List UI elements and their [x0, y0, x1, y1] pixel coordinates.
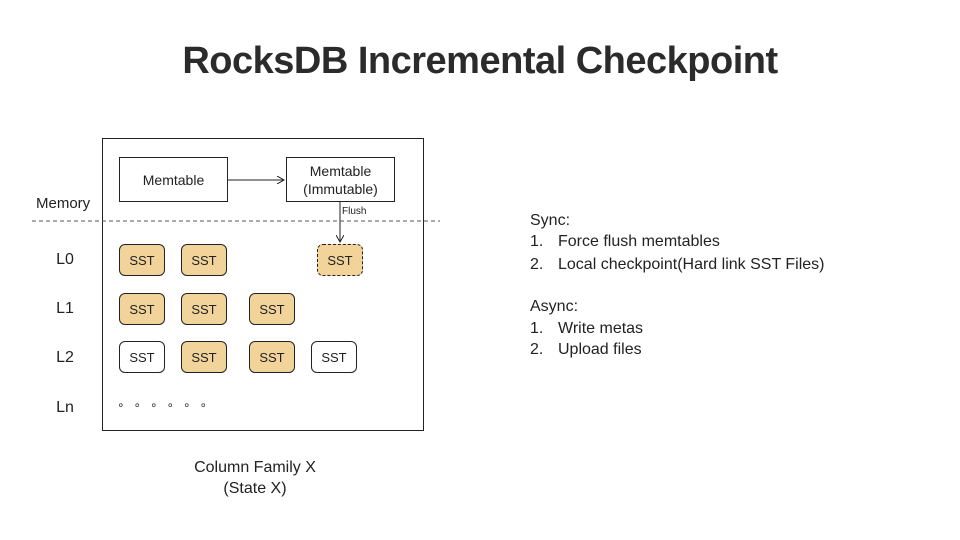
immutable-memtable-label: Memtable (Immutable): [303, 162, 378, 197]
level-label-l0: L0: [56, 251, 74, 268]
sst-file-l2-3: SST: [249, 341, 295, 373]
caption-line-2: (State X): [223, 480, 287, 497]
sst-file-l1-3: SST: [249, 293, 295, 325]
sst-file-l0-2: SST: [181, 244, 227, 276]
sst-file-l2-4: SST: [311, 341, 357, 373]
sst-file-l2-2: SST: [181, 341, 227, 373]
sync-item-2-number: 2.: [530, 256, 544, 273]
sync-item-1-text: Force flush memtables: [558, 233, 720, 250]
column-family-caption: Column Family X (State X): [140, 457, 370, 499]
sst-file-l1-1: SST: [119, 293, 165, 325]
async-item-1-text: Write metas: [558, 320, 644, 337]
immutable-memtable-box: Memtable (Immutable): [286, 157, 395, 202]
sync-item-2: 2. Local checkpoint(Hard link SST Files): [530, 256, 824, 274]
sync-item-1: 1. Force flush memtables: [530, 233, 720, 251]
async-item-1-number: 1.: [530, 320, 544, 337]
caption-line-1: Column Family X: [194, 459, 316, 476]
level-label-ln: Ln: [56, 399, 74, 416]
async-item-2: 2. Upload files: [530, 341, 642, 359]
sync-item-2-text: Local checkpoint(Hard link SST Files): [558, 256, 825, 273]
memory-label: Memory: [36, 195, 91, 212]
sst-file-l0-1: SST: [119, 244, 165, 276]
sst-file-l0-flushed: SST: [317, 244, 363, 276]
async-item-1: 1. Write metas: [530, 320, 643, 338]
async-item-2-text: Upload files: [558, 341, 642, 358]
sst-file-l1-2: SST: [181, 293, 227, 325]
page-title: RocksDB Incremental Checkpoint: [182, 40, 778, 82]
sst-file-l2-1: SST: [119, 341, 165, 373]
level-label-l2: L2: [56, 349, 74, 366]
ellipsis-dots: ∘∘∘∘∘∘: [117, 398, 217, 412]
async-item-2-number: 2.: [530, 341, 544, 358]
memtable-box: Memtable: [119, 157, 228, 202]
memtable-label: Memtable: [142, 171, 205, 188]
async-heading: Async:: [530, 298, 579, 315]
sync-item-1-number: 1.: [530, 233, 544, 250]
flush-label: Flush: [342, 206, 367, 217]
sync-heading: Sync:: [530, 212, 571, 229]
level-label-l1: L1: [56, 300, 74, 317]
column-family-box: [102, 138, 424, 431]
